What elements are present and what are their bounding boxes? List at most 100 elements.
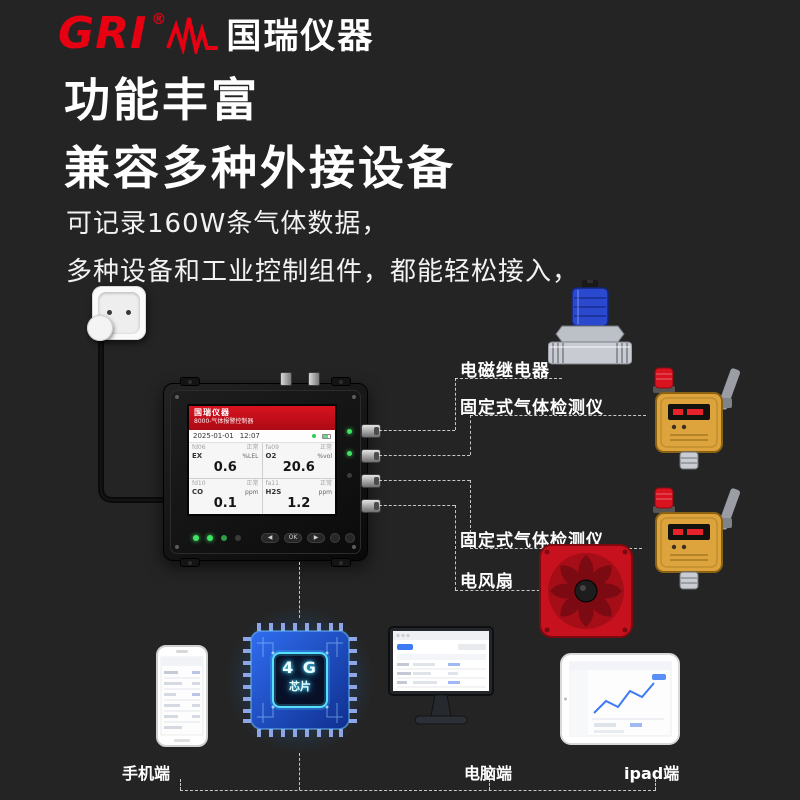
screw-icon: [352, 395, 356, 399]
mounting-ear: [180, 377, 200, 386]
connector-line: [180, 779, 181, 790]
connector-line: [379, 455, 470, 456]
connector-line: [299, 562, 300, 618]
panel-led: [207, 535, 213, 541]
gas-detector-illustration-2: [653, 487, 740, 590]
page-subtitle-line1: 可记录160W条气体数据，: [66, 209, 389, 239]
signal-led-icon: [312, 434, 316, 438]
monitor-base: [414, 715, 468, 725]
screw-icon: [175, 395, 179, 399]
ok-button: OK: [284, 533, 302, 543]
channel-cell: fa09 正常 O2 %vol 20.6: [262, 443, 335, 478]
channel-id: fd10: [192, 480, 206, 487]
panel-led: [193, 535, 199, 541]
connector-line: [455, 590, 545, 591]
logo-waveform-icon: [166, 17, 219, 54]
valve-coil: [571, 287, 609, 327]
channel-unit: ppm: [318, 489, 332, 496]
valve-nut: [555, 325, 625, 343]
alarm-beacon-icon: [653, 367, 675, 393]
channel-gas: O2: [265, 452, 277, 460]
valve-body: [548, 341, 632, 365]
mounting-ear: [331, 558, 351, 567]
detector-sensor: [679, 451, 699, 470]
connector-line: [455, 378, 456, 430]
channel-unit: ppm: [245, 489, 259, 496]
chip-label-4g: 4 G: [282, 658, 318, 677]
chip-pins: [243, 623, 357, 737]
left-arrow-button: ◀: [261, 533, 279, 543]
top-cable-gland: [280, 372, 292, 386]
channel-gas: CO: [192, 488, 204, 496]
top-cable-gland: [308, 372, 320, 386]
computer-label: 电脑端: [464, 764, 513, 783]
screen-status-bar: 2025-01-01 12:07: [189, 430, 335, 443]
cable-gland-1: [361, 424, 381, 438]
controller-faceplate: 国瑞仪器 8000-气体报警控制器 2025-01-01 12:07 fd06 正…: [170, 390, 361, 554]
cable-gland-3: [361, 474, 381, 488]
ipad-label: ipad端: [624, 764, 680, 783]
connector-bus-line: [180, 790, 656, 791]
fan-label: 电风扇: [460, 572, 514, 592]
connector-line: [489, 779, 490, 790]
fan-illustration: [539, 544, 633, 638]
channel-status: 正常: [319, 480, 332, 487]
battery-icon: [322, 433, 331, 439]
panel-led: [235, 535, 241, 541]
logo-gri-text: GRI: [58, 7, 148, 59]
status-led: [347, 473, 352, 478]
status-led: [347, 429, 352, 434]
channel-id: fa11: [265, 480, 279, 487]
solenoid-valve-illustration: [548, 280, 632, 365]
monitor-illustration: [388, 626, 494, 725]
detector-sensor: [679, 571, 699, 590]
channel-value: 0.1: [213, 496, 237, 511]
screw-icon: [352, 545, 356, 549]
phone-label: 手机端: [122, 764, 171, 783]
channel-value: 20.6: [282, 460, 315, 475]
channel-value: 0.6: [213, 460, 237, 475]
chip-traces: [257, 637, 343, 723]
registered-mark-icon: ®: [151, 10, 167, 28]
connector-line: [455, 505, 456, 590]
monitor-stand: [430, 694, 452, 717]
screen-brand: 国瑞仪器: [194, 408, 230, 417]
mounting-ear: [331, 377, 351, 386]
round-button: [330, 533, 340, 543]
socket-hole-right: [126, 310, 131, 315]
detector-body: [655, 512, 723, 573]
mounting-ear: [180, 558, 200, 567]
socket-hole-left: [107, 310, 112, 315]
connector-line: [455, 378, 562, 379]
connector-line: [470, 415, 471, 455]
channel-unit: %LEL: [242, 453, 259, 460]
status-led: [347, 451, 352, 456]
connector-line: [379, 505, 455, 506]
channel-id: fa09: [265, 444, 279, 451]
screen-header: 国瑞仪器 8000-气体报警控制器: [189, 406, 335, 430]
connector-line: [655, 779, 656, 790]
screen-date: 2025-01-01: [193, 432, 234, 440]
channel-unit: %vol: [317, 453, 332, 460]
channel-gas: EX: [192, 452, 203, 460]
channel-status: 正常: [246, 480, 259, 487]
connector-line: [470, 415, 646, 416]
connector-line: [299, 753, 300, 790]
chip-illustration: [243, 623, 357, 737]
panel-led: [221, 535, 227, 541]
detector-body: [655, 392, 723, 453]
brand-logo: GRI ® 国瑞仪器: [58, 8, 374, 59]
ipad-illustration: [560, 653, 680, 745]
panel-buttons: ◀ OK ▶: [261, 533, 355, 543]
channel-status: 正常: [319, 444, 332, 451]
gas-detector-illustration-1: [653, 367, 740, 470]
connector-line: [379, 430, 455, 431]
channel-id: fd06: [192, 444, 206, 451]
channel-grid: fd06 正常 EX %LEL 0.6 fa09 正常 O2 %vol 20.6 fd1…: [189, 443, 335, 514]
power-plug: [87, 315, 113, 341]
chip-label: 4 G 芯片: [273, 658, 327, 694]
right-arrow-button: ▶: [307, 533, 325, 543]
